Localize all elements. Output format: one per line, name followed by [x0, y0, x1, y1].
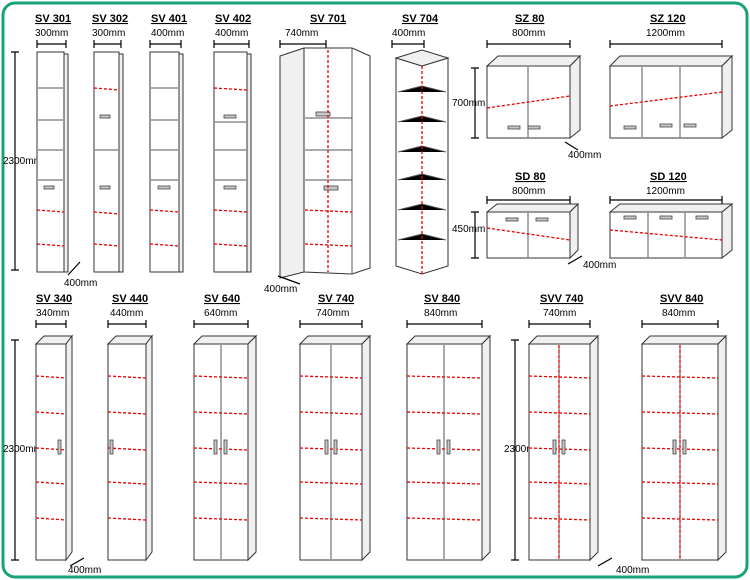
width-sd120: 1200mm: [646, 186, 685, 197]
width-sz80: 800mm: [512, 28, 545, 39]
depth-arrow-sd: [567, 255, 583, 265]
height-indicator-bottom-left: [11, 339, 19, 561]
cabinet-sz80: [485, 54, 582, 140]
cabinet-sd80: [485, 202, 580, 260]
width-svv840: 840mm: [662, 308, 695, 319]
label-sv402: SV 402: [215, 13, 251, 25]
label-sv701: SV 701: [310, 13, 346, 25]
depth-label-sz: 400mm: [568, 150, 601, 161]
label-sd80: SD 80: [515, 171, 546, 183]
width-sv340: 340mm: [36, 308, 69, 319]
width-sd80: 800mm: [512, 186, 545, 197]
width-indicators-bottom: [35, 320, 719, 328]
height-label-top: 2300mm: [3, 156, 42, 167]
width-svv740: 740mm: [543, 308, 576, 319]
width-indicator-sd120: [609, 196, 723, 204]
width-indicator-sz120: [609, 40, 723, 48]
width-sv840: 840mm: [424, 308, 457, 319]
cabinet-svv740: [527, 334, 600, 562]
width-sv402: 400mm: [215, 28, 248, 39]
cabinet-sv401: [149, 51, 184, 273]
height-indicator-top: [11, 51, 19, 271]
depth-label-svv: 400mm: [616, 565, 649, 576]
depth-arrow-sv340: [69, 557, 85, 567]
width-indicators-top: [36, 40, 425, 48]
cabinet-sv301: [36, 51, 69, 273]
cabinet-sv840: [405, 334, 492, 562]
width-sv302: 300mm: [92, 28, 125, 39]
depth-label-top: 400mm: [64, 278, 97, 289]
depth-label-sv701: 400mm: [264, 284, 297, 295]
cabinet-svv840: [640, 334, 728, 562]
width-sv640: 640mm: [204, 308, 237, 319]
label-svv740: SVV 740: [540, 293, 583, 305]
cabinet-sd120: [608, 202, 734, 260]
cabinet-sv701: [279, 47, 371, 279]
height-label-bottom-right: 2300mm: [504, 444, 543, 455]
height-indicator-low: [471, 211, 479, 259]
depth-arrow-sv301: [67, 261, 81, 276]
label-sd120: SD 120: [650, 171, 687, 183]
label-sv301: SV 301: [35, 13, 71, 25]
width-indicator-sd80: [486, 196, 571, 204]
cabinet-sv302: [93, 51, 124, 273]
label-svv840: SVV 840: [660, 293, 703, 305]
label-sv440: SV 440: [112, 293, 148, 305]
height-label-low: 450mm: [452, 224, 485, 235]
width-sv401: 400mm: [151, 28, 184, 39]
label-sv840: SV 840: [424, 293, 460, 305]
cabinet-sv704: [394, 49, 450, 275]
height-label-wall: 700mm: [452, 98, 485, 109]
cabinet-sv440: [106, 334, 153, 562]
cabinet-sv740: [298, 334, 372, 562]
width-sz120: 1200mm: [646, 28, 685, 39]
depth-arrow-svv: [597, 557, 613, 567]
width-sv701: 740mm: [285, 28, 318, 39]
height-indicator-bottom-right: [511, 339, 519, 561]
width-indicator-sz80: [486, 40, 571, 48]
label-sv340: SV 340: [36, 293, 72, 305]
cabinet-sv640: [192, 334, 258, 562]
label-sv704: SV 704: [402, 13, 439, 25]
depth-label-sd: 400mm: [583, 260, 616, 271]
cabinet-sv402: [213, 51, 252, 273]
height-label-bottom-left: 2300mm: [3, 444, 42, 455]
label-sv302: SV 302: [92, 13, 128, 25]
depth-arrow-sz80: [564, 141, 579, 151]
label-sz120: SZ 120: [650, 13, 685, 25]
height-indicator-wall: [471, 67, 479, 139]
width-sv440: 440mm: [110, 308, 143, 319]
cabinet-sv340: [34, 334, 73, 562]
width-sv704: 400mm: [392, 28, 425, 39]
cabinet-sz120: [608, 54, 734, 140]
label-sz80: SZ 80: [515, 13, 544, 25]
label-sv640: SV 640: [204, 293, 240, 305]
width-sv301: 300mm: [35, 28, 68, 39]
label-sv740: SV 740: [318, 293, 354, 305]
depth-label-sv340: 400mm: [68, 565, 101, 576]
label-sv401: SV 401: [151, 13, 187, 25]
width-sv740: 740mm: [316, 308, 349, 319]
depth-arrow-sv701: [277, 275, 301, 285]
